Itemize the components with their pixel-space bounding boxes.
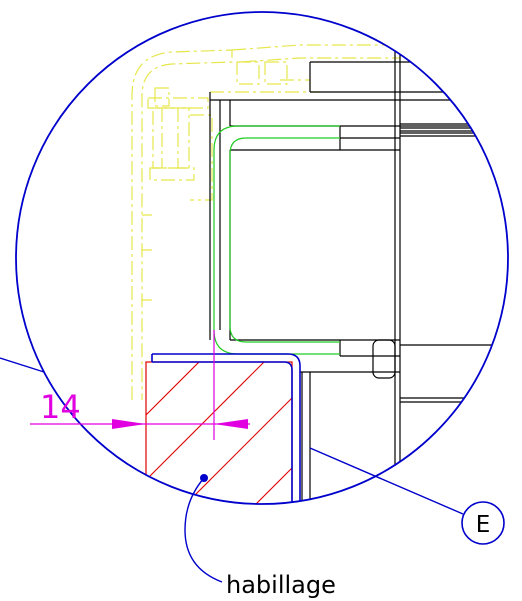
yellow-frame-profile bbox=[131, 44, 401, 400]
dimension-14: 14 bbox=[30, 388, 250, 429]
dimension-arrow-right bbox=[214, 419, 248, 429]
callout-habillage: habillage bbox=[184, 474, 336, 599]
habillage-label: habillage bbox=[226, 571, 336, 599]
habillage-leader bbox=[184, 477, 223, 583]
callout-e-leader bbox=[309, 447, 464, 515]
blue-cladding-outline bbox=[151, 353, 301, 504]
dimension-arrow-left bbox=[112, 419, 146, 429]
detail-leader-line bbox=[0, 357, 45, 373]
black-frame-lines bbox=[209, 40, 508, 504]
detail-circle bbox=[15, 11, 509, 505]
green-glazing-profile bbox=[213, 125, 340, 355]
callout-e: E bbox=[309, 447, 505, 545]
callout-e-label: E bbox=[476, 512, 491, 538]
callout-e-circle bbox=[461, 501, 505, 545]
hatched-section bbox=[145, 361, 293, 504]
dimension-value: 14 bbox=[40, 388, 81, 426]
detail-contents bbox=[131, 40, 508, 504]
